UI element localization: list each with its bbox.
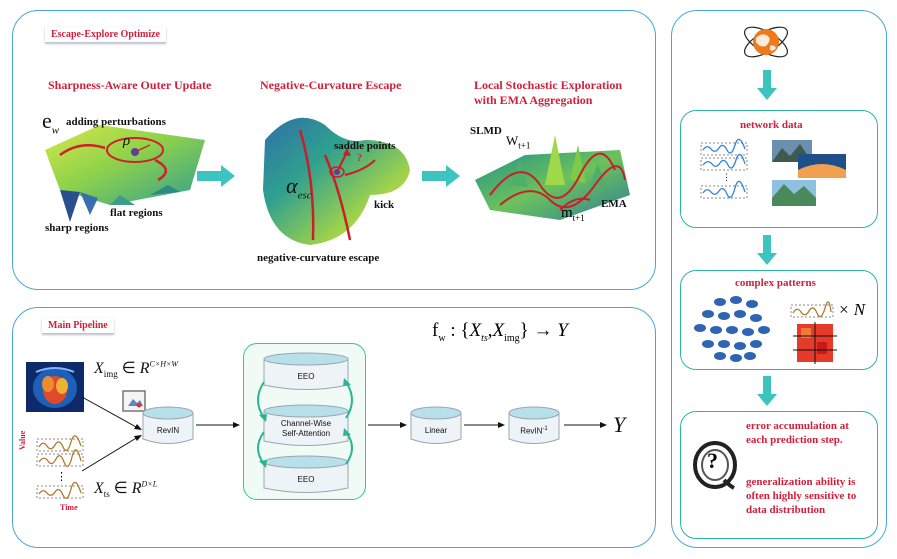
network-series-thumbnails: ⋮	[700, 138, 748, 199]
arrow-block-to-linear	[368, 422, 407, 428]
saddle-surface	[263, 117, 410, 245]
ximg-label: Ximg ∈ RC×H×W	[94, 359, 179, 380]
stage2-title: Negative-Curvature Escape	[260, 78, 402, 92]
alpha-esc-label: αesc	[286, 173, 312, 202]
landscape-photos	[772, 140, 846, 206]
w-label: Wt+1	[506, 133, 531, 151]
adding-perturbations-label: adding perturbations	[66, 116, 166, 128]
stage-arrow-1	[197, 165, 235, 187]
stage3-title-line2: with EMA Aggregation	[474, 93, 593, 107]
stage3-title-line1: Local Stochastic Exploration	[474, 78, 623, 92]
down-arrow-1	[757, 70, 777, 100]
stage-arrow-2	[422, 165, 460, 187]
sharpness-surface	[45, 125, 205, 222]
kick-label: kick	[374, 199, 395, 211]
network-data-title: network data	[740, 119, 803, 131]
m-label: mt+1	[561, 205, 585, 223]
slmd-label: SLMD	[470, 125, 502, 137]
chest-image-thumbnail	[26, 362, 84, 412]
eeo-top: EEO	[263, 352, 349, 392]
rho-label: ρ	[123, 133, 131, 149]
pattern-heatmap	[793, 322, 837, 364]
exploration-surface	[475, 135, 630, 220]
linear-block: Linear	[410, 406, 462, 446]
image-icon	[122, 390, 146, 412]
arrow-to-output	[564, 422, 607, 428]
globe-network-icon	[744, 26, 788, 58]
revin-block: RevIN	[142, 406, 194, 446]
error-accumulation-text: error accumulation at each prediction st…	[746, 420, 849, 446]
flat-regions-label: flat regions	[110, 207, 163, 219]
time-series-stack	[36, 435, 84, 500]
sharp-regions-label: sharp regions	[45, 222, 109, 234]
main-pipeline-tab: Main Pipeline	[42, 318, 114, 334]
pattern-series-thumb	[790, 301, 834, 318]
arrow-linear-to-revin-inv	[464, 422, 505, 428]
pattern-cluster	[694, 296, 770, 362]
xts-label: Xts ∈ RD×L	[94, 479, 158, 500]
ew-label: ew	[42, 108, 60, 137]
input-arrows	[81, 396, 142, 472]
arrow-revin-to-block	[196, 422, 240, 428]
question-mark: ?	[357, 153, 362, 164]
question-icon-glyph: ?	[707, 448, 718, 473]
stage1-title: Sharpness-Aware Outer Update	[48, 78, 212, 92]
value-axis-label: Value	[18, 430, 27, 450]
down-arrow-2	[757, 235, 777, 265]
negative-curvature-escape-label: negative-curvature escape	[257, 252, 380, 264]
complex-patterns-title: complex patterns	[735, 277, 816, 289]
time-axis-label: Time	[60, 503, 78, 512]
escape-explore-tab: Escape-Explore Optimize	[45, 27, 166, 43]
complex-patterns-box	[680, 270, 878, 370]
ema-label: EMA	[601, 198, 627, 210]
channel-wise-attention: Channel-Wise Self-Attention	[263, 404, 349, 448]
times-n-label: × N	[838, 300, 866, 319]
forward-formula: fw : {Xts,Ximg} → Y	[432, 320, 568, 344]
revin-inverse-block: RevIN-1	[508, 406, 560, 446]
loop-arrows	[257, 378, 353, 468]
svg-text:⋮: ⋮	[722, 172, 731, 182]
question-icon	[693, 441, 737, 490]
series-dots: ⋮	[56, 471, 67, 483]
eeo-bottom: EEO	[263, 455, 349, 495]
saddle-points-label: saddle points	[334, 140, 396, 152]
down-arrow-3	[757, 376, 777, 406]
generalization-text: generalization ability is often highly s…	[746, 476, 857, 516]
output-y: Y	[613, 412, 626, 437]
